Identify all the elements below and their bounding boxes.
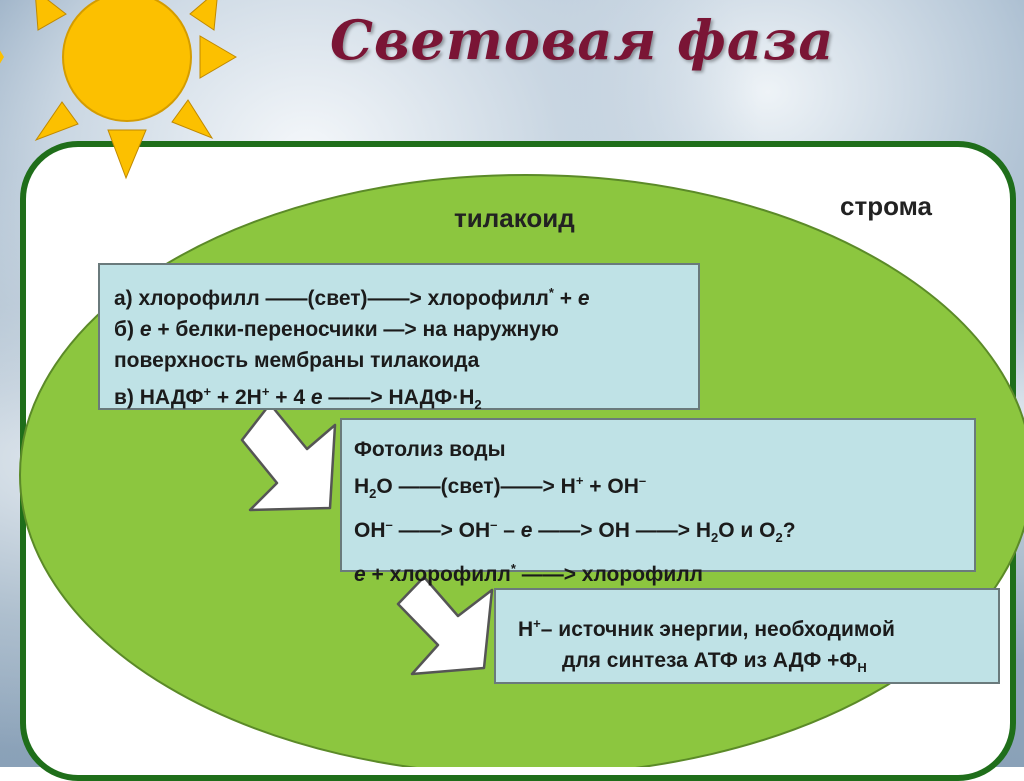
arrow-icon [396,575,494,676]
photolysis-line-2: ОН– ——> ОН– – е ——> ОН ——> Н2О и О2? [354,517,796,546]
reactions-box: а) хлорофилл ——(свет)——> хлорофилл* + е … [98,263,700,412]
thylakoid-label: тилакоид [454,203,575,233]
reaction-line-b: б) е + белки-переносчики —> на наружную [114,318,559,341]
page-title: Световая фаза [330,8,835,72]
reaction-line-a: а) хлорофилл ——(свет)——> хлорофилл* + е [114,285,590,310]
photolysis-box: Фотолиз воды Н2О ——(свет)——> Н+ + ОН– ОН… [340,418,976,586]
energy-line-1: Н+– источник энергии, необходимой [518,616,895,641]
reaction-line-c: в) НАДФ+ + 2Н+ + 4 е ——> НАДФ·Н2 [114,384,482,413]
photolysis-title: Фотолиз воды [354,438,506,461]
reaction-line-b-cont: поверхность мембраны тилакоида [114,349,480,372]
photolysis-line-1: Н2О ——(свет)——> Н+ + ОН– [354,473,647,502]
energy-line-2: для синтеза АТФ из АДФ +ФН [562,649,867,676]
stroma-label: строма [840,191,932,221]
sun-icon [0,0,237,180]
photolysis-line-3: е + хлорофилл* ——> хлорофилл [354,561,703,587]
arrow-icon [240,402,337,512]
energy-box: Н+– источник энергии, необходимой для си… [494,588,1000,684]
